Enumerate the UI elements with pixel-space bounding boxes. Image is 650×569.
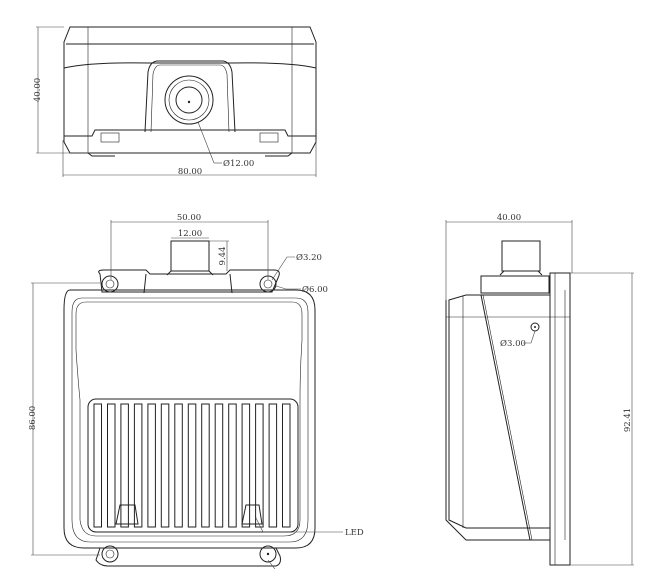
grille-slot xyxy=(93,403,102,528)
led-label: LED xyxy=(345,528,364,538)
grille xyxy=(87,398,299,533)
lens-diameter-dim: Ø12.00 xyxy=(223,158,254,169)
boss-diameter-dim: Ø6.00 xyxy=(302,284,328,295)
grille-slot xyxy=(133,403,143,528)
grille-slot xyxy=(187,403,197,528)
front-height-dim: 86.00 xyxy=(28,406,38,430)
side-depth-dim: 40.00 xyxy=(497,213,521,223)
hole-diameter-dim: Ø3.20 xyxy=(296,252,322,263)
lens-outer-ring xyxy=(164,75,214,125)
grille-slot xyxy=(201,403,210,528)
hole-spacing-dim: 50.00 xyxy=(177,213,201,223)
connector-height-dim: 9.44 xyxy=(218,247,228,266)
grille-slot xyxy=(174,403,183,528)
grille-slot xyxy=(228,403,237,528)
side-height-dim: 92.41 xyxy=(623,408,633,432)
grille-slot xyxy=(241,403,251,528)
grille-slot xyxy=(214,403,224,528)
mount-hole xyxy=(259,545,277,563)
top-height-dim: 40.00 xyxy=(33,78,43,102)
mount-hole xyxy=(101,545,119,563)
side-connector xyxy=(501,240,541,272)
top-view: Ø12.00 40.00 80.00 xyxy=(33,26,317,177)
side-view: Ø3.00 40.00 92.41 xyxy=(445,213,634,566)
led-left xyxy=(115,504,139,525)
grille-slot xyxy=(268,403,278,528)
mount-hole xyxy=(101,275,119,293)
grille-slot xyxy=(120,403,129,528)
grille-slot xyxy=(147,403,156,528)
lens xyxy=(175,86,203,114)
connector-width-dim: 12.00 xyxy=(178,229,202,239)
led-right xyxy=(241,504,263,525)
grille-slot xyxy=(160,403,170,528)
grille-slots xyxy=(93,403,291,528)
top-width-dim: 80.00 xyxy=(178,167,202,177)
grille-slot xyxy=(107,403,116,528)
connector xyxy=(170,240,210,272)
front-view: LED 50.00 12.00 9.44 Ø3.20 Ø6.00 86.00 xyxy=(28,213,364,569)
grille-slot xyxy=(255,403,264,528)
side-hole-dim: Ø3.00 xyxy=(500,338,526,349)
grille-slot xyxy=(282,403,291,528)
